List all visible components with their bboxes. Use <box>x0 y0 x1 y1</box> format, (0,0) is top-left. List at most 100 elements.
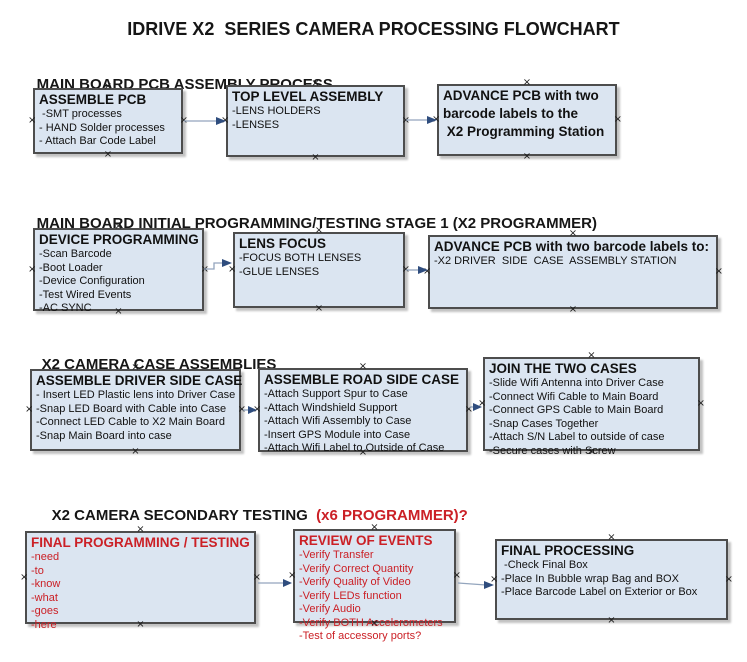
flow-box-assemble-pcb: ASSEMBLE PCB -SMT processes- HAND Solder… <box>28 82 188 160</box>
box-body: -Scan Barcode-Boot Loader-Device Configu… <box>39 248 198 316</box>
box-body: -Attach Support Spur to Case-Attach Wind… <box>264 388 462 456</box>
box-item: -Attach Wifi Assembly to Case <box>264 415 412 427</box>
connection-handle-icon: × <box>724 573 733 585</box>
connection-handle-icon: × <box>252 571 261 583</box>
box-title: DEVICE PROGRAMMING <box>39 232 199 247</box>
connection-handle-icon: × <box>714 266 723 277</box>
connection-handle-icon: × <box>522 151 532 162</box>
box-item: -Test Wired Events <box>39 288 132 301</box>
box-item: -FOCUS BOTH LENSES <box>239 252 362 264</box>
section-heading-text: MAIN BOARD INITIAL PROGRAMMING/TESTING S… <box>36 215 597 232</box>
box-item: -Snap LED Board with Cable into Case <box>36 402 227 415</box>
connection-handle-icon: × <box>28 115 37 126</box>
box-item: -Connect Wifi Cable to Main Board <box>489 390 659 403</box>
section-heading-case-assemblies: X2 CAMERA CASE ASSEMBLIES <box>25 339 277 390</box>
box-title: ADVANCE PCB with two barcode labels to: <box>434 239 710 254</box>
page-title: IDRIVE X2 SERIES CAMERA PROCESSING FLOWC… <box>127 19 620 39</box>
box-item: -Check Final Box <box>501 559 588 571</box>
box-title: ASSEMBLE ROAD SIDE CASE <box>264 372 460 387</box>
connection-handle-icon: × <box>452 570 461 581</box>
box-item: -Attach Windshield Support <box>264 401 398 414</box>
box-item: -to <box>31 564 44 577</box>
box-item: - HAND Solder processes <box>39 121 165 134</box>
connection-handle-icon: × <box>696 398 705 409</box>
box-title: REVIEW OF EVENTS <box>299 533 433 548</box>
box-body: -X2 DRIVER SIDE CASE ASSEMBLY STATION <box>434 255 712 269</box>
section-heading-text: X2 CAMERA CASE ASSEMBLIES <box>41 356 277 373</box>
box-item: -X2 DRIVER SIDE CASE ASSEMBLY STATION <box>434 255 677 267</box>
connector-arrow-6 <box>470 403 482 411</box>
box-title: ADVANCE PCB with two barcode labels to t… <box>443 88 605 139</box>
connector-arrow-7 <box>258 579 292 587</box>
flow-box-review-of-events: REVIEW OF EVENTS -Verify Transfer-Verify… <box>288 523 461 643</box>
section-heading-text: X2 CAMERA SECONDARY TESTING <box>51 507 312 524</box>
box-body: -need-to-know-what-goes-here <box>31 551 250 632</box>
connection-handle-icon: × <box>311 152 320 163</box>
box-item: -Connect GPS Cable to Main Board <box>489 404 664 416</box>
box-item: -Secure cases with Screw <box>489 444 616 457</box>
connection-handle-icon: × <box>490 573 499 585</box>
box-body: -Slide Wifi Antenna into Driver Case-Con… <box>489 377 694 458</box>
connection-handle-icon: × <box>237 404 246 415</box>
box-item: -goes <box>31 605 59 617</box>
box-item: -know <box>31 578 61 590</box>
flow-box-assemble-driver-side-case: ASSEMBLE DRIVER SIDE CASE - Insert LED P… <box>25 363 246 457</box>
connection-handle-icon: × <box>423 266 432 277</box>
box-item: -SMT processes <box>39 108 122 120</box>
connection-handle-icon: × <box>568 304 578 315</box>
box-item: -Slide Wifi Antenna into Driver Case <box>489 377 664 389</box>
box-item: - Attach Bar Code Label <box>39 135 156 147</box>
connection-handle-icon: × <box>179 115 188 126</box>
connection-handle-icon: × <box>607 615 616 626</box>
box-body: -FOCUS BOTH LENSES-GLUE LENSES <box>239 252 399 279</box>
box-item: -Attach Support Spur to Case <box>264 388 408 400</box>
box-item: -Verify Correct Quantity <box>299 562 414 575</box>
flow-box-device-programming: DEVICE PROGRAMMING -Scan Barcode-Boot Lo… <box>28 222 209 317</box>
connection-handle-icon: × <box>103 149 113 160</box>
connection-handle-icon: × <box>401 115 410 126</box>
box-item: -Verify LEDs function <box>299 589 402 602</box>
box-item: -Device Configuration <box>39 275 145 287</box>
box-title: JOIN THE TWO CASES <box>489 361 637 376</box>
connection-handle-icon: × <box>613 114 622 125</box>
box-item: -Place In Bubble wrap Bag and BOX <box>501 572 679 585</box>
flow-box-advance-pcb-driver-side: ADVANCE PCB with two barcode labels to: … <box>423 229 723 315</box>
flow-box-lens-focus: LENS FOCUS -FOCUS BOTH LENSES-GLUE LENSE… <box>228 226 410 314</box>
box-item: -Attach Wifi Label to Outside of Case <box>264 442 445 454</box>
connection-handle-icon: × <box>314 303 324 314</box>
connection-handle-icon: × <box>464 404 473 415</box>
connector-arrow-2 <box>406 116 437 124</box>
box-body: -Verify Transfer-Verify Correct Quantity… <box>299 549 450 644</box>
box-item: -Verify BOTH Accelerometers <box>299 616 443 629</box>
connection-handle-icon: × <box>28 263 37 275</box>
box-item: -Verify Audio <box>299 603 361 615</box>
flow-box-join-the-two-cases: JOIN THE TWO CASES -Slide Wifi Antenna i… <box>478 351 705 457</box>
connector-arrow-8 <box>457 581 494 589</box>
box-body: -Check Final Box-Place In Bubble wrap Ba… <box>501 559 722 600</box>
connector-arrow-3 <box>204 259 232 270</box>
connection-handle-icon: × <box>25 404 34 415</box>
connection-handle-icon: × <box>221 115 230 126</box>
box-title: FINAL PROCESSING <box>501 543 635 558</box>
box-body: -LENS HOLDERS-LENSES <box>232 105 399 132</box>
connector-arrow-5 <box>243 406 257 414</box>
box-title: ASSEMBLE PCB <box>39 92 147 107</box>
box-item: -Boot Loader <box>39 261 103 274</box>
connector-arrow-1 <box>184 117 226 125</box>
box-item: -Test of accessory ports? <box>299 630 422 642</box>
flow-box-advance-pcb-programming-station: ADVANCE PCB with two barcode labels to t… <box>432 78 622 162</box>
connection-handle-icon: × <box>478 398 487 409</box>
section-heading-initial-programming: MAIN BOARD INITIAL PROGRAMMING/TESTING S… <box>20 198 597 249</box>
box-body: -SMT processes- HAND Solder processes- A… <box>39 108 177 149</box>
box-item: -Verify Quality of Video <box>299 576 411 588</box>
connection-handle-icon: × <box>131 446 140 457</box>
flow-box-final-processing: FINAL PROCESSING -Check Final Box-Place … <box>490 533 733 626</box>
box-item: -Snap Cases Together <box>489 417 599 430</box>
box-item: -Insert GPS Module into Case <box>264 428 411 441</box>
box-item: -GLUE LENSES <box>239 265 320 278</box>
flow-box-assemble-road-side-case: ASSEMBLE ROAD SIDE CASE -Attach Support … <box>253 362 473 458</box>
box-item: -LENS HOLDERS <box>232 105 321 117</box>
box-item: -Attach S/N Label to outside of case <box>489 431 665 443</box>
connection-handle-icon: × <box>432 114 441 125</box>
flow-box-final-programming-testing: FINAL PROGRAMMING / TESTING -need-to-kno… <box>20 525 261 631</box>
